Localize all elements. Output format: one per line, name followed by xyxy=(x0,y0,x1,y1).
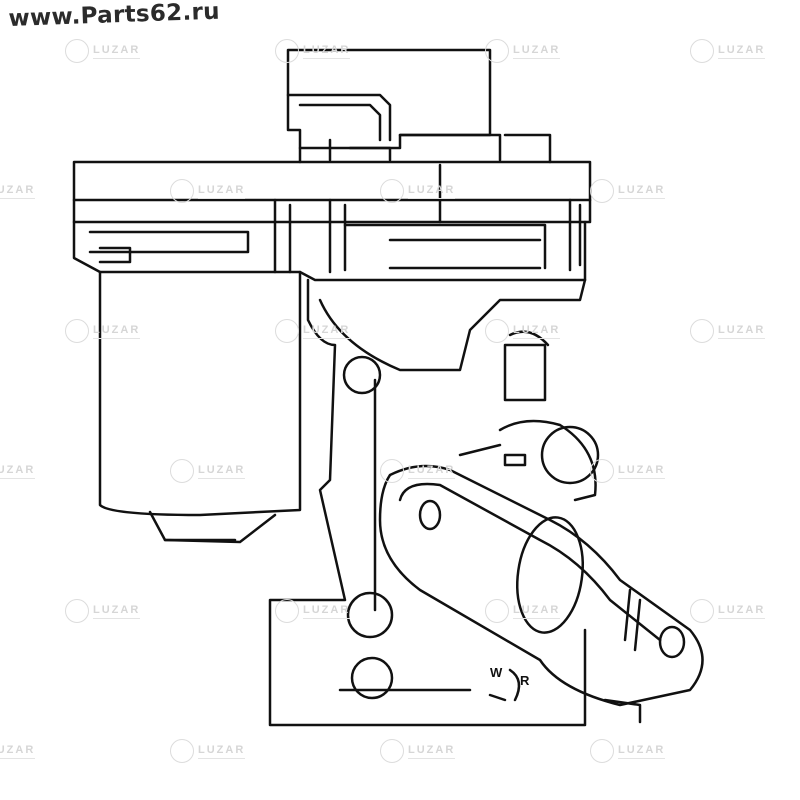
brand-watermark-text: LUZAR xyxy=(303,44,351,59)
brand-logo-icon xyxy=(380,459,404,483)
brand-watermark-text: LUZAR xyxy=(93,44,141,59)
brand-logo-icon xyxy=(170,739,194,763)
brand-watermark-text: LUZAR xyxy=(198,744,246,759)
brand-watermark: LUZAR xyxy=(690,319,766,343)
actuator-housing-top xyxy=(72,160,592,282)
brand-watermark-text: LUZAR xyxy=(198,464,246,479)
brand-logo-icon xyxy=(275,39,299,63)
brand-watermark-text: LUZAR xyxy=(93,324,141,339)
brand-watermark-text: LUZAR xyxy=(718,604,766,619)
brand-watermark: LUZAR xyxy=(590,459,666,483)
brand-watermark: LUZAR xyxy=(485,39,561,63)
brand-watermark: LUZAR xyxy=(170,739,246,763)
brand-watermark: LUZAR xyxy=(170,459,246,483)
brand-watermark-text: LUZAR xyxy=(618,464,666,479)
brand-watermark: LUZAR xyxy=(65,319,141,343)
brand-logo-icon xyxy=(65,599,89,623)
brand-watermark-text: LUZAR xyxy=(408,464,456,479)
brand-watermark-text: LUZAR xyxy=(93,604,141,619)
brand-watermark: LUZAR xyxy=(65,599,141,623)
brand-watermark: LUZAR xyxy=(275,39,351,63)
brand-logo-icon xyxy=(590,459,614,483)
brand-logo-icon xyxy=(690,319,714,343)
brand-watermark: LUZAR xyxy=(380,459,456,483)
brand-logo-icon xyxy=(485,39,509,63)
brand-logo-icon xyxy=(170,179,194,203)
brand-watermark-text: LUZAR xyxy=(0,464,36,479)
brand-watermark-text: LUZAR xyxy=(303,324,351,339)
brand-watermark: LUZAR xyxy=(380,179,456,203)
brand-logo-icon xyxy=(690,39,714,63)
brand-logo-icon xyxy=(380,739,404,763)
brand-watermark: LUZAR xyxy=(380,739,456,763)
brand-logo-icon xyxy=(275,319,299,343)
brand-watermark-text: LUZAR xyxy=(618,184,666,199)
brand-watermark-text: LUZAR xyxy=(408,744,456,759)
brand-watermark: LUZAR xyxy=(0,459,36,483)
brand-watermark-text: LUZAR xyxy=(0,184,36,199)
brand-watermark: LUZAR xyxy=(275,319,351,343)
brand-logo-icon xyxy=(380,179,404,203)
brand-watermark-text: LUZAR xyxy=(718,324,766,339)
direction-arrow xyxy=(488,668,521,702)
brand-logo-icon xyxy=(590,179,614,203)
brand-watermark: LUZAR xyxy=(485,599,561,623)
brand-logo-icon xyxy=(690,599,714,623)
brand-watermark-text: LUZAR xyxy=(0,744,36,759)
brand-watermark-text: LUZAR xyxy=(718,44,766,59)
brand-watermark-text: LUZAR xyxy=(303,604,351,619)
brand-watermark-text: LUZAR xyxy=(513,604,561,619)
brand-watermark-text: LUZAR xyxy=(513,44,561,59)
brand-watermark-text: LUZAR xyxy=(408,184,456,199)
brand-watermark-text: LUZAR xyxy=(513,324,561,339)
brand-logo-icon xyxy=(275,599,299,623)
brand-watermark: LUZAR xyxy=(65,39,141,63)
brand-watermark-text: LUZAR xyxy=(618,744,666,759)
valve-body xyxy=(268,278,600,727)
brand-watermark: LUZAR xyxy=(690,599,766,623)
motor-can xyxy=(98,270,302,544)
brand-watermark: LUZAR xyxy=(0,739,36,763)
brand-logo-icon xyxy=(65,39,89,63)
mounting-flange xyxy=(378,464,704,724)
brand-logo-icon xyxy=(485,599,509,623)
brand-watermark: LUZAR xyxy=(0,179,36,203)
brand-logo-icon xyxy=(485,319,509,343)
brand-watermark: LUZAR xyxy=(590,739,666,763)
brand-watermark: LUZAR xyxy=(485,319,561,343)
brand-watermark: LUZAR xyxy=(170,179,246,203)
brand-logo-icon xyxy=(590,739,614,763)
brand-watermark: LUZAR xyxy=(275,599,351,623)
mark-r: R xyxy=(520,673,530,688)
electrical-connector xyxy=(286,48,552,164)
brand-watermark: LUZAR xyxy=(590,179,666,203)
mark-w: W xyxy=(490,665,503,680)
brand-logo-icon xyxy=(170,459,194,483)
brand-watermark: LUZAR xyxy=(690,39,766,63)
brand-watermark-text: LUZAR xyxy=(198,184,246,199)
brand-logo-icon xyxy=(65,319,89,343)
